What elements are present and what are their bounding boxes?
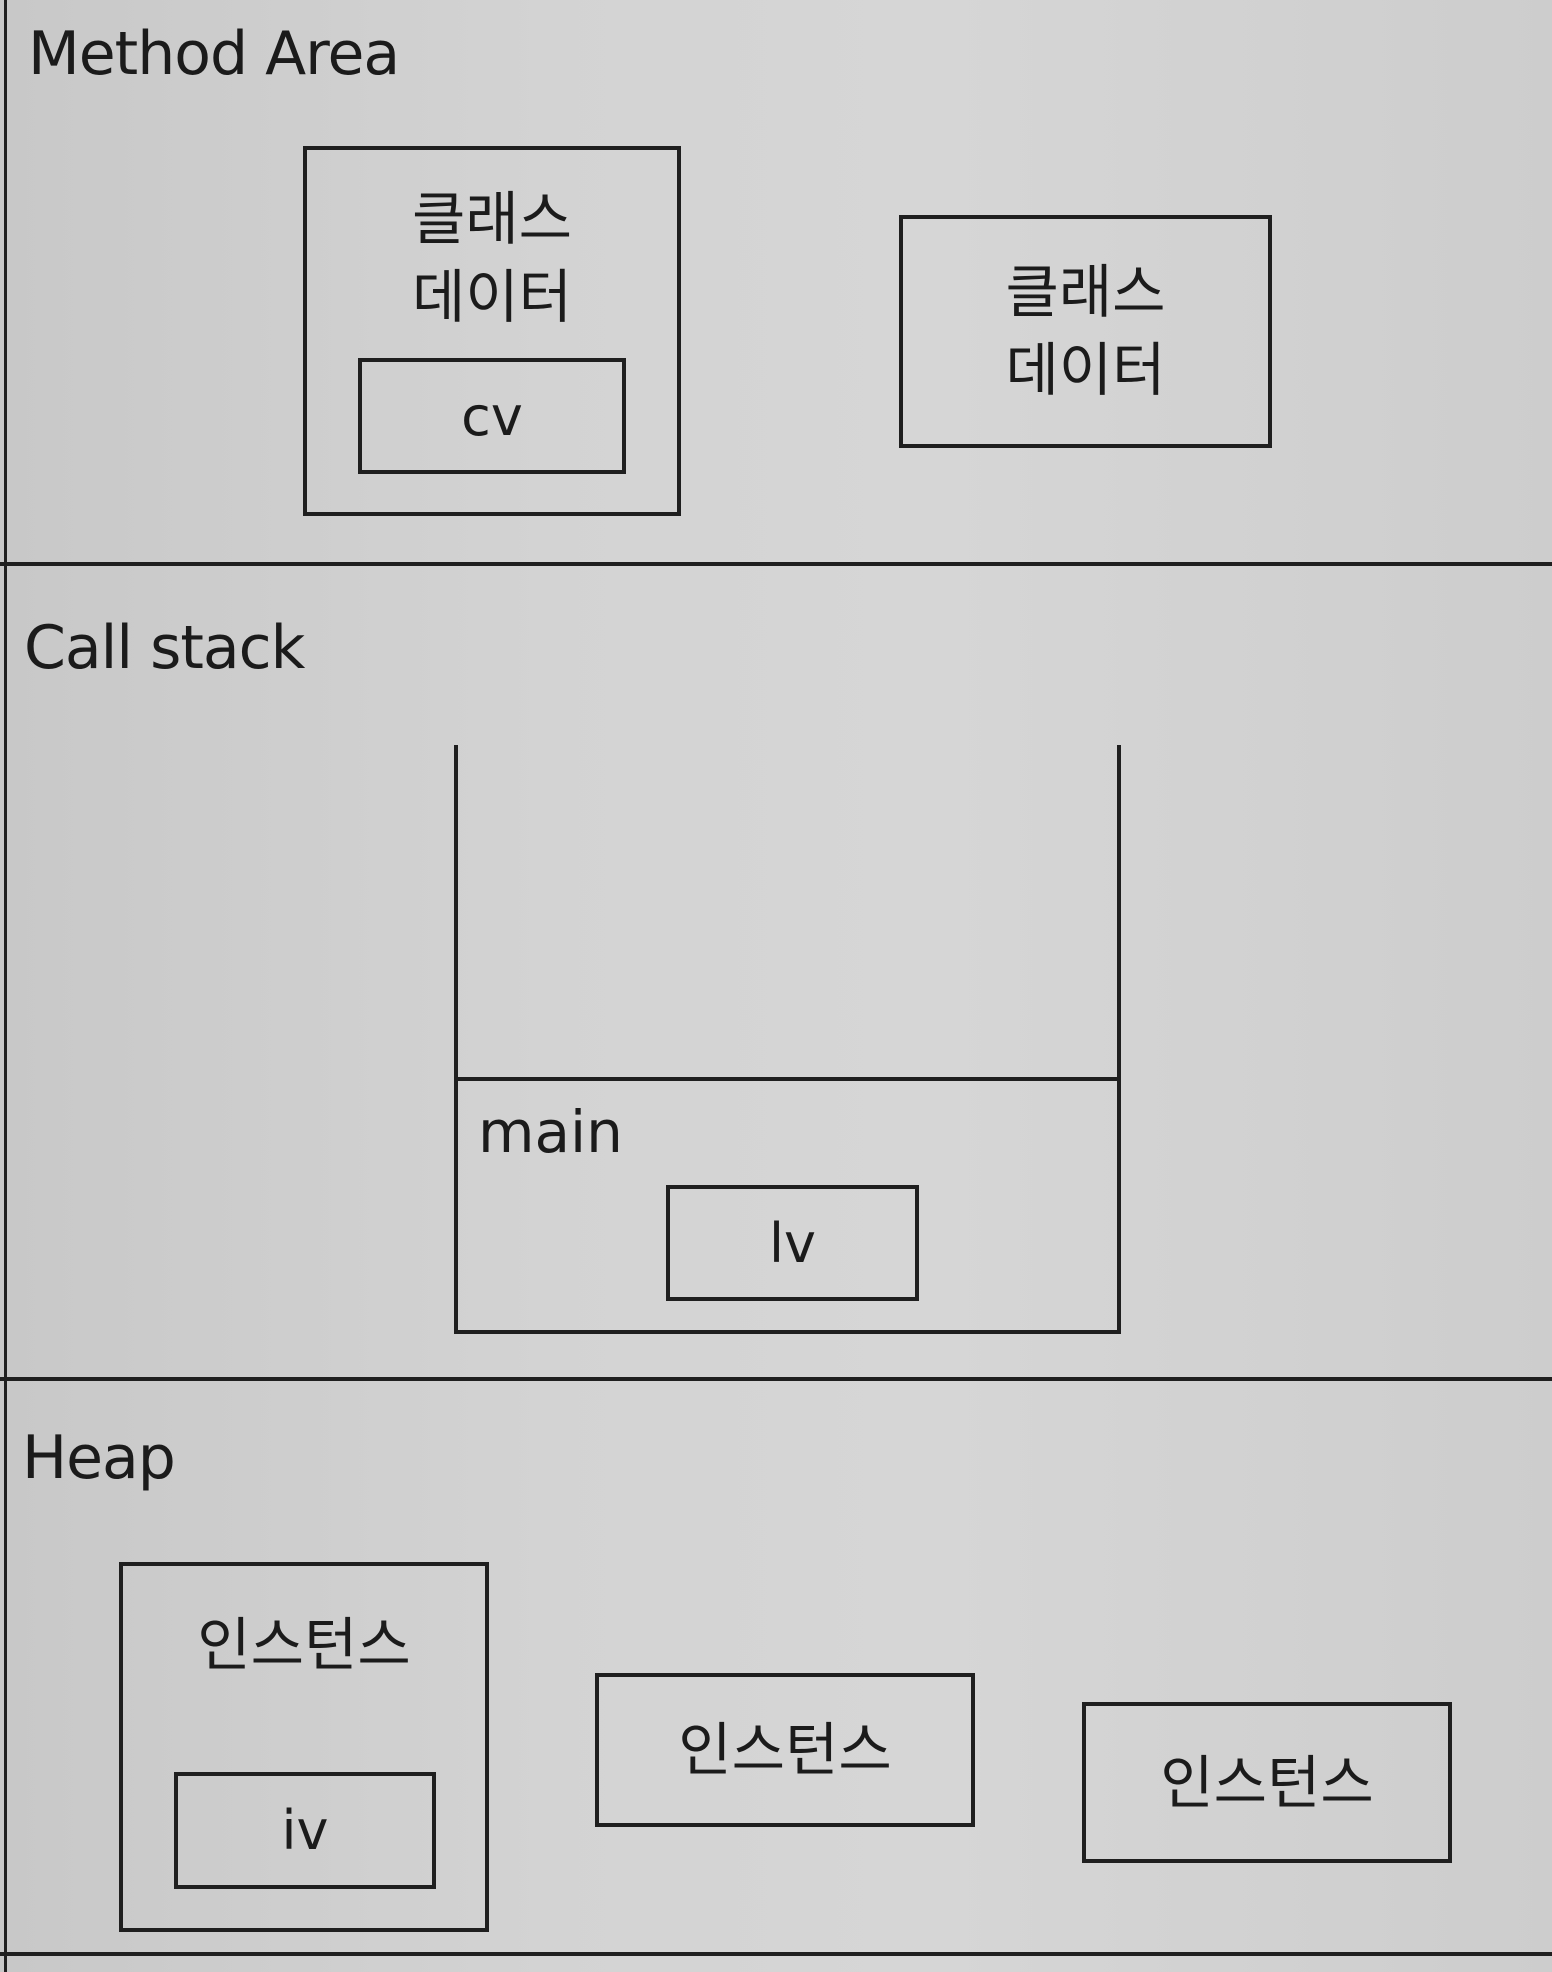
instance-variable-label: iv [281,1799,329,1862]
stack-frame-top [454,1077,1121,1081]
left-border [4,0,7,1972]
class-variable-box: cv [358,358,626,474]
heap-label: Heap [22,1423,176,1493]
divider-method-callstack [0,562,1552,566]
instance-box-3: 인스턴스 [1082,1702,1452,1863]
divider-callstack-heap [0,1377,1552,1381]
local-variable-label: lv [769,1211,816,1275]
class-data-label-2: 클래스 데이터 [1005,258,1166,404]
bottom-border [0,1952,1552,1956]
class-variable-label: cv [461,384,523,448]
instance-label-3: 인스턴스 [1160,1749,1374,1817]
class-data-box-1: 클래스 데이터 cv [303,146,681,516]
class-data-label-1: 클래스 데이터 [411,185,573,331]
local-variable-box: lv [666,1185,919,1301]
stack-right-wall [1117,745,1121,1334]
instance-variable-box: iv [174,1772,436,1889]
call-stack-label: Call stack [24,613,305,683]
instance-label-1: 인스턴스 [197,1611,411,1679]
instance-label-2: 인스턴스 [678,1716,892,1784]
instance-box-2: 인스턴스 [595,1673,975,1827]
instance-box-1: 인스턴스 iv [119,1562,489,1932]
stack-bottom [454,1330,1121,1334]
main-frame-label: main [478,1098,623,1166]
stack-left-wall [454,745,458,1334]
class-data-box-2: 클래스 데이터 [899,215,1272,448]
method-area-label: Method Area [28,19,400,89]
